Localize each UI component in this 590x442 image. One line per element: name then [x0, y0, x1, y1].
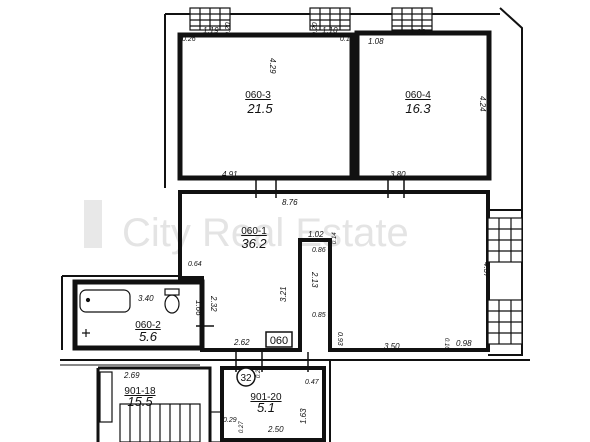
dim-8-76: 8.76 [282, 198, 298, 207]
dim-0-86: 0.86 [312, 247, 326, 254]
dim-0-10: 0.10 [443, 338, 449, 350]
room-id-901-20: 901-20 [250, 392, 282, 403]
room-area-901-18: 15.5 [127, 394, 153, 409]
top-windows [189, 7, 433, 31]
dim-0-11: 0.11 [340, 36, 353, 43]
room-area-060-3: 21.5 [246, 101, 273, 116]
room-area-901-20: 5.1 [257, 400, 275, 415]
dimension-labels: 0.26 1.19 0.20 0.20 1.10 0.11 1.08 1.09 … [123, 22, 491, 434]
right-windows [487, 217, 523, 345]
dim-1-10: 1.10 [322, 26, 338, 35]
dim-2-13: 2.13 [310, 271, 319, 288]
room-area-060-1: 36.2 [241, 236, 267, 251]
dim-0-26: 0.26 [182, 36, 196, 43]
watermark: City Real Estate [84, 200, 409, 255]
bathtub-icon [79, 289, 131, 313]
dim-2-62: 2.62 [233, 338, 250, 347]
dim-3-80: 3.80 [390, 170, 406, 179]
room-id-060-2: 060-2 [135, 320, 161, 331]
watermark-logo [84, 200, 102, 248]
watermark-text: City Real Estate [122, 211, 409, 255]
dim-0-47: 0.47 [305, 379, 320, 386]
room-labels: 060-3 21.5 060-4 16.3 060-1 36.2 060-2 5… [124, 90, 431, 415]
dim-4-37: 4.37 [482, 262, 491, 278]
unit-tag: 060 32 [236, 331, 293, 387]
dim-0-20-b: 0.20 [312, 22, 319, 36]
dim-1-09: 1.09 [410, 28, 426, 37]
dim-0-29: 0.29 [223, 417, 237, 424]
stairs [99, 371, 223, 442]
dim-0-27: 0.27 [256, 366, 262, 378]
toilet-icon [164, 294, 180, 314]
room-area-060-4: 16.3 [405, 101, 431, 116]
dim-0-85: 0.85 [312, 312, 326, 319]
dim-1-19: 1.19 [203, 26, 219, 35]
room-id-060-3: 060-3 [245, 90, 271, 101]
dim-4-24: 4.24 [478, 96, 487, 112]
dim-0-20-a: 0.20 [225, 22, 232, 36]
room-id-060-1: 060-1 [241, 226, 267, 237]
room-id-901-18: 901-18 [124, 386, 156, 397]
dim-4-29: 4.29 [268, 58, 277, 74]
dim-1-08: 1.08 [368, 37, 384, 46]
dim-3-40: 3.40 [138, 294, 154, 303]
dim-3-50: 3.50 [384, 342, 400, 351]
stair-marker-number: 32 [240, 373, 252, 384]
stair-marker [236, 367, 256, 387]
door-markers [196, 180, 405, 372]
dim-0-27-b: 0.27 [239, 421, 245, 433]
dim-1-66: 1.66 [194, 300, 203, 316]
dim-1-63: 1.63 [299, 408, 308, 424]
dim-0-64: 0.64 [188, 261, 202, 268]
dim-2-50: 2.50 [267, 425, 284, 434]
dim-2-32: 2.32 [209, 295, 218, 312]
unit-label: 060 [270, 335, 288, 347]
dim-0-14: 0.14 [332, 232, 338, 244]
dim-0-93: 0.93 [336, 332, 343, 346]
dim-0-98: 0.98 [456, 339, 472, 348]
dim-1-02: 1.02 [308, 230, 324, 239]
dim-2-69: 2.69 [123, 371, 140, 380]
dim-3-21: 3.21 [279, 286, 288, 302]
room-id-060-4: 060-4 [405, 90, 431, 101]
bathroom-fixtures [79, 288, 180, 337]
room-area-060-2: 5.6 [139, 329, 158, 344]
dim-4-91: 4.91 [222, 170, 238, 179]
